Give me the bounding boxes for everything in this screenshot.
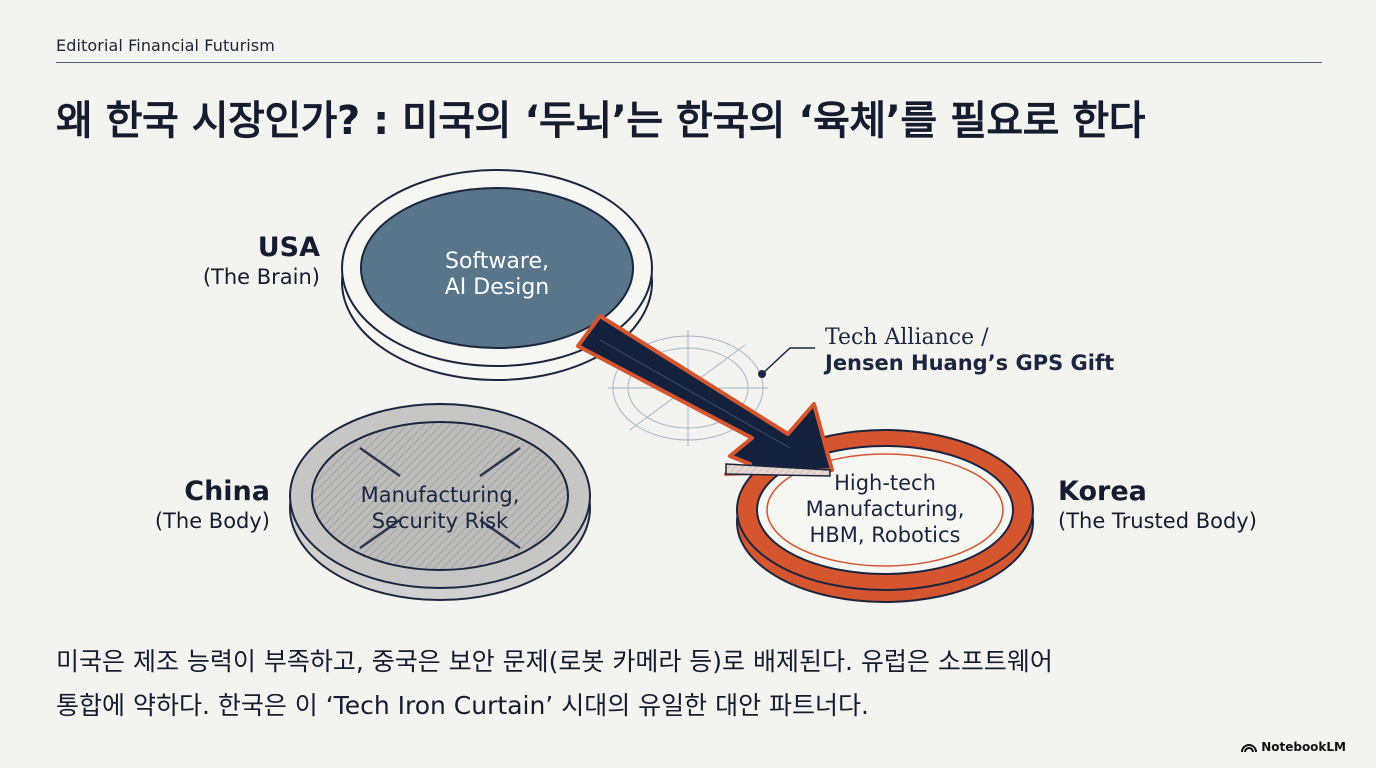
china-name: China <box>184 476 270 507</box>
usa-role: (The Brain) <box>203 265 320 289</box>
notebooklm-logo-icon <box>1241 744 1258 753</box>
brand-watermark: NotebookLM <box>1241 740 1346 754</box>
usa-disc: Software, AI Design <box>341 169 653 381</box>
page-title: 왜 한국 시장인가? : 미국의 ‘두뇌’는 한국의 ‘육체’를 필요로 한다 <box>56 98 1146 144</box>
alliance-label-line2: Jensen Huang’s GPS Gift <box>823 351 1114 375</box>
kicker-label: Editorial Financial Futurism <box>56 36 275 55</box>
usa-disc-core <box>360 187 634 349</box>
alliance-callout-leader <box>758 347 815 378</box>
korea-role: (The Trusted Body) <box>1058 509 1257 533</box>
korea-disc-line2: Manufacturing, <box>806 497 965 521</box>
china-disc-line1: Manufacturing, <box>361 483 520 507</box>
header-divider <box>56 62 1322 63</box>
korea-disc-line1: High-tech <box>834 471 936 495</box>
china-disc-line2: Security Risk <box>372 509 509 533</box>
china-disc: Manufacturing, Security Risk <box>289 403 591 601</box>
usa-name: USA <box>258 232 320 263</box>
brand-label: NotebookLM <box>1261 740 1346 754</box>
alliance-label-line1: Tech Alliance / <box>825 325 989 350</box>
body-line-2: 통합에 약하다. 한국은 이 ‘Tech Iron Curtain’ 시대의 유… <box>56 691 869 720</box>
usa-disc-line1: Software, <box>445 249 549 274</box>
alliance-arrow <box>576 314 834 477</box>
body-paragraph: 미국은 제조 능력이 부족하고, 중국은 보안 문제(로봇 카메라 등)로 배제… <box>56 640 1256 728</box>
usa-disc-line2: AI Design <box>445 275 550 300</box>
korea-name: Korea <box>1058 476 1147 507</box>
korea-disc-line3: HBM, Robotics <box>810 523 961 547</box>
china-role: (The Body) <box>155 509 270 533</box>
body-line-1: 미국은 제조 능력이 부족하고, 중국은 보안 문제(로봇 카메라 등)로 배제… <box>56 647 1053 676</box>
